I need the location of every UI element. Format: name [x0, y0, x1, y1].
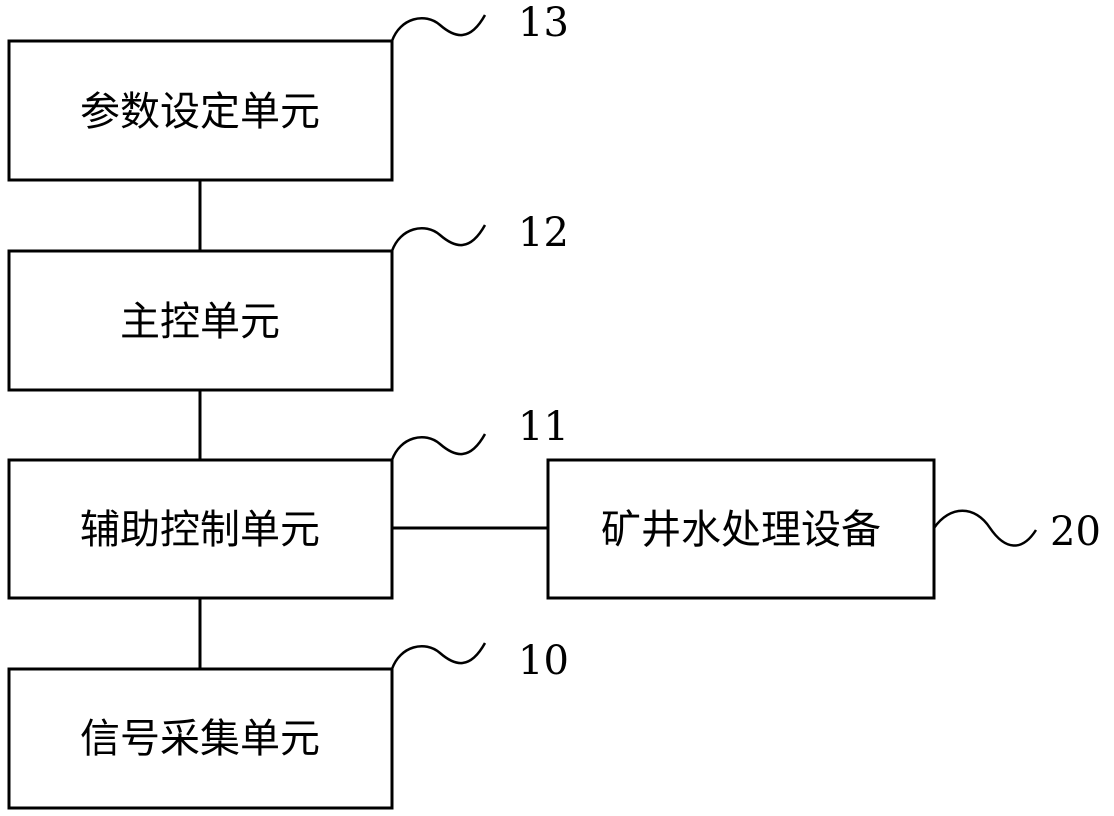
aux-control-unit-box: 辅助控制单元 [7, 458, 394, 600]
main-control-unit-label: 主控单元 [120, 299, 280, 345]
main-control-unit-frame [7, 249, 394, 392]
aux-control-unit-ref: 11 [518, 404, 569, 450]
water-device-ref: 20 [1050, 509, 1101, 555]
param-unit-label: 参数设定单元 [80, 89, 320, 135]
param-unit-frame [7, 39, 394, 182]
water-device-box: 矿井水处理设备 [546, 458, 936, 600]
main-control-unit-ref: 12 [518, 210, 569, 256]
aux-control-unit-frame [7, 458, 394, 600]
param-unit-box: 参数设定单元 [7, 39, 394, 182]
signal-unit-ref: 10 [518, 638, 569, 684]
param-unit-leader [390, 14, 487, 42]
param-unit-ref: 13 [518, 0, 569, 46]
aux-control-unit-label: 辅助控制单元 [80, 507, 320, 553]
water-device-frame [546, 458, 936, 600]
signal-unit-box: 信号采集单元 [7, 667, 394, 810]
signal-unit-frame [7, 667, 394, 810]
signal-unit-label: 信号采集单元 [80, 716, 320, 762]
water-device-leader [932, 509, 1038, 547]
main-control-unit-leader [390, 224, 487, 252]
aux-control-unit-leader [390, 433, 487, 461]
water-device-label: 矿井水处理设备 [601, 507, 881, 553]
signal-unit-leader [390, 642, 487, 670]
main-control-unit-box: 主控单元 [7, 249, 394, 392]
